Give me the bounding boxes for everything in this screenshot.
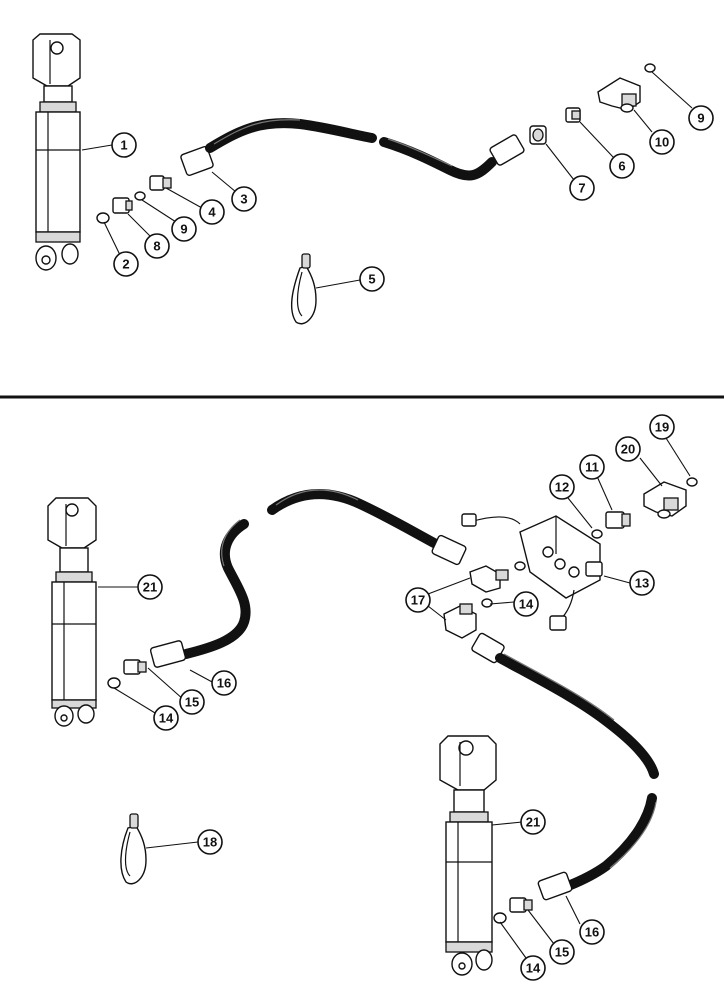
svg-text:18: 18 (203, 835, 217, 850)
elbow-fitting-17-lower (443, 603, 477, 639)
svg-text:2: 2 (122, 257, 129, 272)
callout-13: 13 (629, 570, 655, 596)
callout-3: 3 (231, 186, 257, 212)
svg-text:13: 13 (635, 576, 649, 591)
adapter-15-left (123, 659, 147, 675)
callout-14-middle: 14 (513, 591, 539, 617)
callout-2: 2 (113, 251, 139, 277)
callout-9-left: 9 (171, 216, 197, 242)
leader-lines (81, 71, 693, 959)
hydraulic-hose-3 (180, 118, 525, 181)
callout-15-left: 15 (179, 689, 205, 715)
svg-text:14: 14 (526, 961, 541, 976)
o-ring-19 (686, 477, 698, 487)
o-ring-9-right (644, 63, 656, 73)
callout-20: 20 (615, 436, 641, 462)
svg-text:14: 14 (159, 711, 174, 726)
adapter-4 (149, 175, 172, 191)
callout-9-right: 9 (688, 105, 714, 131)
hydraulic-cylinder-left (47, 497, 97, 727)
svg-text:11: 11 (585, 460, 599, 475)
svg-text:14: 14 (519, 597, 534, 612)
svg-text:19: 19 (655, 420, 669, 435)
o-ring-14-right (493, 912, 507, 924)
tee-fitting-20 (643, 481, 687, 519)
svg-text:21: 21 (143, 580, 157, 595)
svg-text:8: 8 (153, 239, 160, 254)
o-ring-14-middle (481, 561, 526, 608)
callout-17: 17 (405, 587, 431, 613)
o-ring-2 (96, 212, 110, 224)
callout-21-left: 21 (137, 574, 163, 600)
strap-5 (290, 253, 317, 325)
elbow-fitting-17-upper (469, 565, 509, 593)
callout-6: 6 (609, 153, 635, 179)
o-ring-12 (591, 529, 603, 539)
svg-text:17: 17 (411, 593, 425, 608)
hydraulic-hose-16-left (149, 519, 251, 668)
callout-15-right: 15 (549, 939, 575, 965)
callout-12: 12 (549, 474, 575, 500)
valve-block-13 (461, 513, 603, 631)
strap-18 (120, 813, 147, 885)
svg-text:20: 20 (621, 442, 635, 457)
callout-5: 5 (359, 266, 385, 292)
o-ring-9-left (134, 191, 146, 201)
callout-14-right: 14 (520, 955, 546, 981)
callout-1: 1 (111, 132, 137, 158)
svg-text:12: 12 (555, 480, 569, 495)
callout-16-left: 16 (211, 670, 237, 696)
svg-text:7: 7 (578, 181, 585, 196)
callout-4: 4 (199, 199, 225, 225)
adapter-6 (565, 107, 581, 123)
callout-19: 19 (649, 414, 675, 440)
adapter-15-right (509, 897, 533, 913)
callout-16-right: 16 (579, 919, 605, 945)
svg-text:15: 15 (555, 945, 569, 960)
svg-text:4: 4 (208, 205, 216, 220)
hydraulic-hose-right (471, 632, 659, 901)
adapter-11 (605, 511, 631, 529)
svg-text:9: 9 (697, 111, 704, 126)
callout-14-left: 14 (153, 705, 179, 731)
svg-text:1: 1 (120, 138, 127, 153)
o-ring-14-left (107, 677, 121, 689)
hydraulic-cylinder-top (32, 33, 81, 271)
callout-21-right: 21 (520, 809, 546, 835)
svg-text:3: 3 (240, 192, 247, 207)
callout-7: 7 (569, 175, 595, 201)
svg-text:6: 6 (618, 159, 625, 174)
adapter-8 (112, 197, 133, 214)
svg-text:10: 10 (655, 135, 669, 150)
svg-text:9: 9 (180, 222, 187, 237)
callout-10: 10 (649, 129, 675, 155)
tee-fitting-10 (597, 77, 641, 113)
hydraulic-hose-main (267, 489, 467, 566)
callout-11: 11 (579, 454, 605, 480)
svg-text:16: 16 (217, 676, 231, 691)
svg-text:15: 15 (185, 695, 199, 710)
nut-7 (529, 125, 547, 145)
svg-text:21: 21 (526, 815, 540, 830)
callout-8: 8 (144, 233, 170, 259)
svg-text:5: 5 (368, 272, 375, 287)
svg-text:16: 16 (585, 925, 599, 940)
hydraulic-cylinder-right (439, 735, 497, 976)
callout-18: 18 (197, 829, 223, 855)
